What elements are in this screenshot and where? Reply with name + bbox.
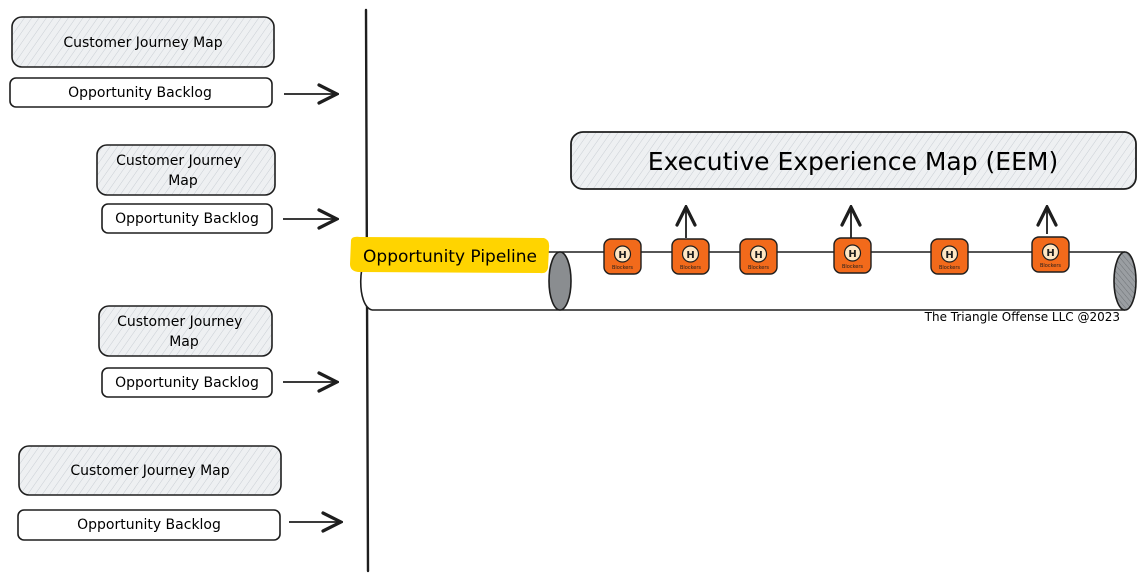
pipeline: Opportunity Pipeline H Blockers H Blocke… — [350, 236, 1137, 311]
opportunity-backlog-label: Opportunity Backlog — [77, 517, 221, 533]
svg-text:H: H — [1046, 248, 1054, 259]
badge-text: Blockers — [680, 265, 701, 271]
blockers-badge-icon: H Blockers — [671, 238, 710, 275]
journey-map-label-line: Customer Journey — [117, 314, 242, 330]
journey-map-label: Customer Journey Map — [116, 153, 246, 189]
eem-label: Executive Experience Map (EEM) — [648, 147, 1058, 176]
pipeline-joint-cap — [548, 251, 572, 311]
blockers-badge-icon: H Blockers — [930, 238, 969, 275]
opportunity-backlog-box — [9, 77, 273, 108]
journey-map-label: Customer Journey Map — [117, 314, 247, 350]
badge-text: Blockers — [842, 264, 863, 270]
pipeline-end-cap — [1113, 251, 1137, 311]
journey-group-2: Customer Journey Map Opportunity Backlog — [96, 144, 337, 234]
journey-group-1: Customer Journey Map Opportunity Backlog — [9, 16, 337, 108]
pipeline-label: Opportunity Pipeline — [363, 247, 537, 267]
journey-map-label-line: Map — [169, 334, 199, 350]
opportunity-backlog-box — [17, 509, 281, 541]
journey-group-3: Customer Journey Map Opportunity Backlog — [98, 305, 337, 398]
badge-text: Blockers — [612, 265, 633, 271]
journey-map-label-line: Customer Journey — [116, 153, 241, 169]
journey-map-label-line: Map — [168, 173, 198, 189]
badge-text: Blockers — [939, 265, 960, 271]
badge-text: Blockers — [748, 265, 769, 271]
badge-text: Blockers — [1040, 263, 1061, 269]
svg-text:H: H — [618, 250, 626, 261]
eem-box — [570, 131, 1137, 190]
svg-text:H: H — [686, 250, 694, 261]
opportunity-backlog-box — [101, 203, 273, 234]
opportunity-backlog-label: Opportunity Backlog — [115, 211, 259, 227]
journey-map-box — [11, 16, 275, 68]
opportunity-backlog-label: Opportunity Backlog — [115, 375, 259, 391]
journey-map-box — [18, 445, 282, 496]
svg-text:H: H — [945, 250, 953, 261]
blockers-badge-icon: H Blockers — [739, 238, 778, 275]
opportunity-backlog-box — [101, 367, 273, 398]
blockers-badge-icon: H Blockers — [603, 238, 642, 275]
blockers-badge-icon: H Blockers — [1031, 236, 1070, 273]
opportunity-backlog-label: Opportunity Backlog — [68, 85, 212, 101]
blockers-badge-icon: H Blockers — [833, 237, 872, 274]
pipeline-label-highlight — [350, 236, 550, 274]
journey-map-box — [96, 144, 276, 196]
eem-arrows — [686, 207, 1047, 238]
svg-text:H: H — [848, 249, 856, 260]
journey-group-4: Customer Journey Map Opportunity Backlog — [17, 445, 341, 541]
journey-map-label: Customer Journey Map — [63, 35, 222, 51]
svg-text:H: H — [754, 250, 762, 261]
copyright-text: The Triangle Offense LLC @2023 — [924, 310, 1120, 324]
eem-group: Executive Experience Map (EEM) — [570, 131, 1137, 190]
journey-map-label: Customer Journey Map — [70, 463, 229, 479]
journey-map-box — [98, 305, 273, 357]
